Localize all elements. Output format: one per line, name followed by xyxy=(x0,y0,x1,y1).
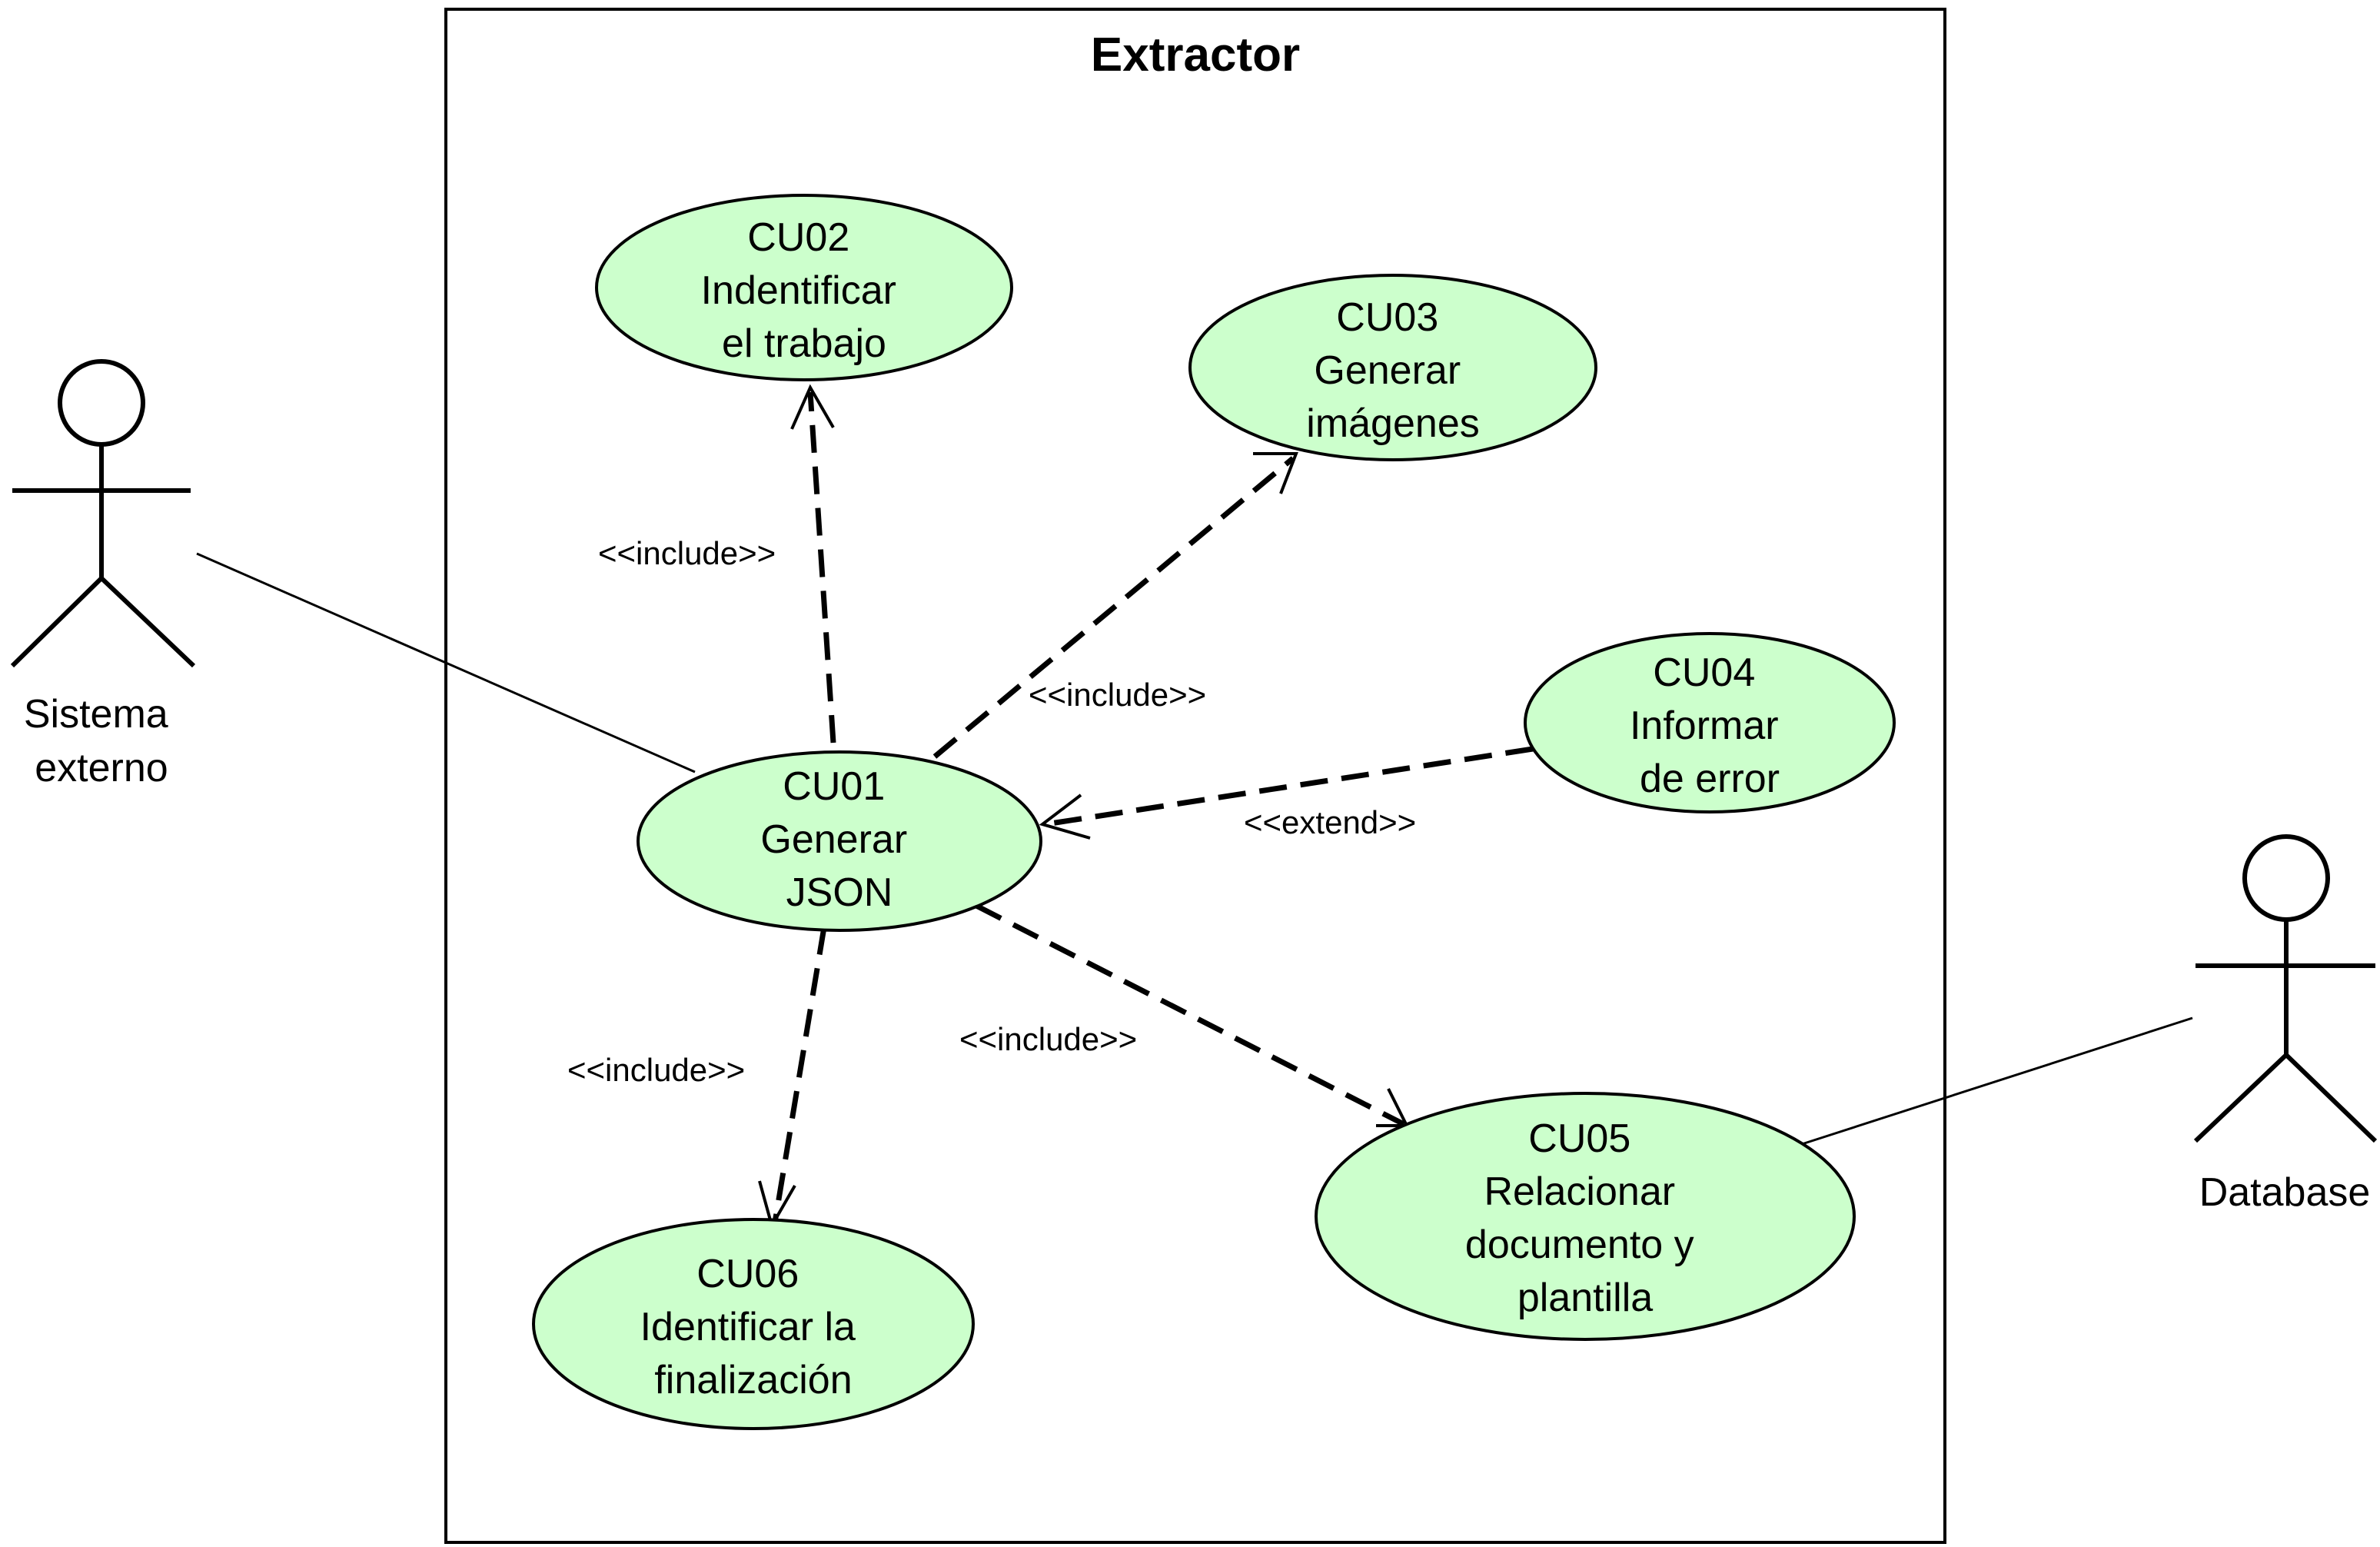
use-case-cu05-ellipse xyxy=(1315,1092,1856,1341)
arrow-head-cu01-extend xyxy=(1039,793,1091,840)
actor-database[interactable]: Database xyxy=(2193,834,2378,1215)
include-line-cu01-cu05 xyxy=(975,903,1405,1127)
stereotype-labels: <<include>> <<include>> <<extend>> <<inc… xyxy=(567,535,1416,1088)
arrow-head-cu03 xyxy=(1253,452,1298,494)
actor-sistema-externo[interactable]: Sistema externo xyxy=(10,359,196,790)
use-case-cu02-ellipse xyxy=(595,194,1013,381)
stereotype-label-cu06: <<include>> xyxy=(567,1052,745,1088)
stereotype-label-extend: <<extend>> xyxy=(1244,804,1416,840)
use-case-cu05-label: CU05 Relacionar documento y plantilla xyxy=(1465,1116,1705,1320)
include-line-cu01-cu03 xyxy=(932,456,1295,759)
include-line-cu01-cu02 xyxy=(807,391,836,744)
use-case-cu05[interactable]: CU05 Relacionar documento y plantilla xyxy=(1315,1092,1856,1341)
include-line-cu01-cu06 xyxy=(772,927,827,1223)
actor-database-label: Database xyxy=(2199,1170,2371,1215)
association-sistema-externo-cu01 xyxy=(196,552,696,774)
stick-figure-icon xyxy=(2193,834,2378,1143)
association-database-cu05 xyxy=(1801,1016,2193,1146)
use-case-cu03-ellipse xyxy=(1188,274,1597,461)
use-case-cu03-label: CU03 Generar imágenes xyxy=(1306,295,1479,446)
use-case-cu04-label: CU04 Informar de error xyxy=(1630,650,1790,801)
system-boundary-title: Extractor xyxy=(1091,28,1300,82)
use-case-cu04[interactable]: CU04 Informar de error xyxy=(1524,632,1896,813)
stereotype-label-cu02: <<include>> xyxy=(598,535,776,571)
stereotype-label-cu05: <<include>> xyxy=(959,1021,1137,1057)
stereotype-label-cu03: <<include>> xyxy=(1029,677,1206,713)
use-case-cu06[interactable]: CU06 Identificar la finalización xyxy=(532,1218,975,1430)
use-case-cu06-ellipse xyxy=(532,1218,975,1430)
system-boundary xyxy=(444,8,1946,1544)
use-case-cu06-label: CU06 Identificar la finalización xyxy=(640,1252,867,1402)
associations xyxy=(196,552,2193,1146)
actor-sistema-externo-label: Sistema externo xyxy=(24,692,179,790)
arrow-head-cu02 xyxy=(790,384,835,430)
use-case-cu01[interactable]: CU01 Generar JSON xyxy=(637,750,1042,932)
use-case-cu04-ellipse xyxy=(1524,632,1896,813)
dependencies xyxy=(772,391,1534,1223)
use-case-cu01-ellipse xyxy=(637,750,1042,932)
use-case-cu02-label: CU02 Indentificar el trabajo xyxy=(701,215,908,366)
use-case-cu03[interactable]: CU03 Generar imágenes xyxy=(1188,274,1597,461)
stick-figure-icon xyxy=(10,359,196,668)
use-case-cu02[interactable]: CU02 Indentificar el trabajo xyxy=(595,194,1013,381)
use-case-cu01-label: CU01 Generar JSON xyxy=(760,764,918,915)
